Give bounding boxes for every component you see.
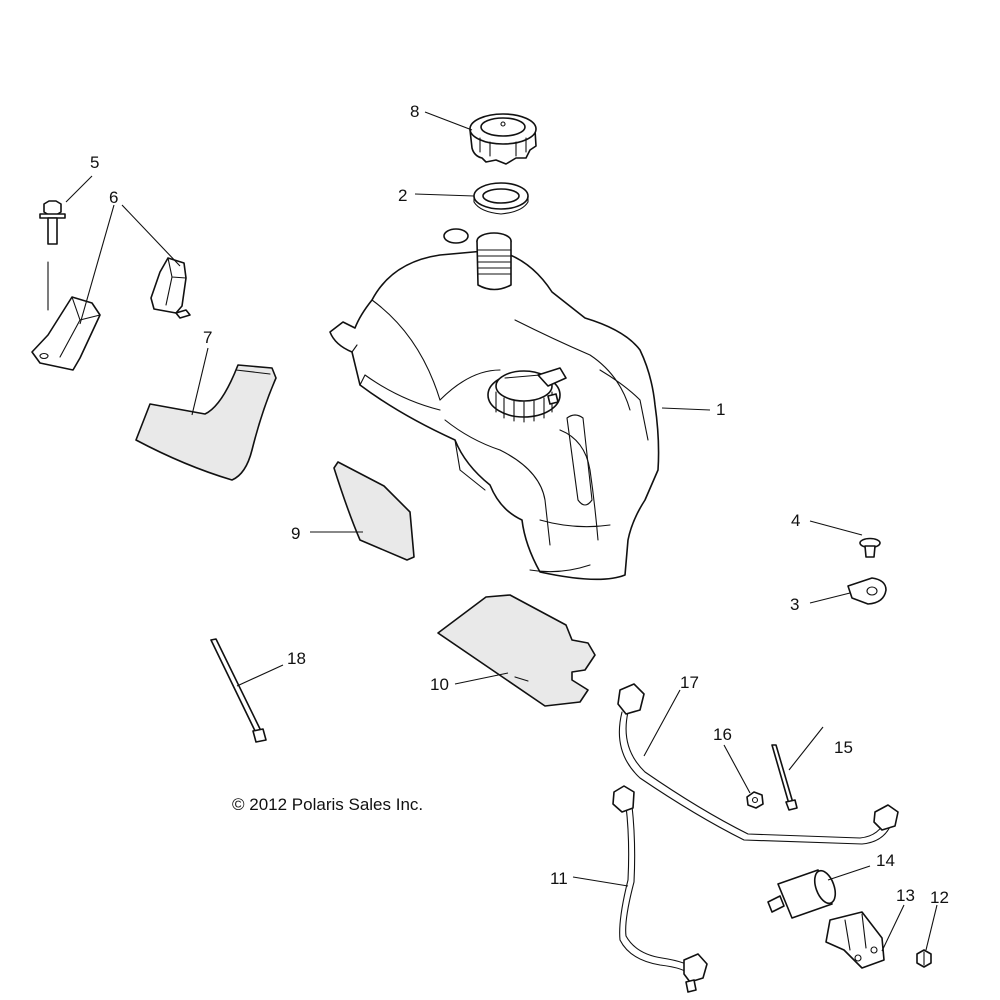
callout-17: 17 (680, 673, 699, 692)
hose-clamp[interactable] (847, 577, 887, 605)
screw[interactable] (916, 949, 932, 968)
push-rivet[interactable] (859, 537, 881, 558)
cable-tie-small[interactable] (771, 744, 798, 811)
flat-foam-pad[interactable] (333, 461, 415, 561)
callout-12: 12 (930, 888, 949, 907)
callout-4: 4 (791, 511, 800, 530)
callout-14: 14 (876, 851, 895, 870)
hex-nut[interactable] (746, 791, 764, 809)
mounting-bracket-right[interactable] (150, 257, 191, 319)
fuel-line-upper[interactable] (617, 683, 899, 845)
callout-1: 1 (716, 400, 725, 419)
leader-lines (65, 111, 938, 952)
callout-13: 13 (896, 886, 915, 905)
callout-18: 18 (287, 649, 306, 668)
callout-10: 10 (430, 675, 449, 694)
cable-tie[interactable] (210, 638, 267, 743)
heat-shield-sheet[interactable] (437, 594, 596, 707)
fuel-line-lower[interactable] (612, 785, 708, 993)
callout-11: 11 (550, 869, 568, 888)
callout-2: 2 (398, 186, 407, 205)
filter-bracket[interactable] (825, 911, 885, 969)
fuel-filter[interactable] (767, 868, 839, 919)
callout-15: 15 (834, 738, 853, 757)
l-shaped-foam-pad[interactable] (135, 364, 277, 481)
callout-6: 6 (109, 188, 118, 207)
callout-9: 9 (291, 524, 300, 543)
cap-gasket[interactable] (473, 182, 529, 215)
fuel-cap[interactable] (469, 113, 537, 165)
callout-5: 5 (90, 153, 99, 172)
callout-7: 7 (203, 328, 212, 347)
mounting-bracket-left[interactable] (31, 296, 101, 371)
callout-16: 16 (713, 725, 732, 744)
fuel-tank[interactable] (329, 228, 660, 581)
callout-8: 8 (410, 102, 419, 121)
copyright-notice: © 2012 Polaris Sales Inc. (232, 795, 424, 814)
flange-bolt[interactable] (39, 200, 66, 311)
callout-3: 3 (790, 595, 799, 614)
callout-labels: 1 2 3 4 5 6 7 8 9 10 11 12 13 14 15 16 1… (90, 102, 949, 907)
